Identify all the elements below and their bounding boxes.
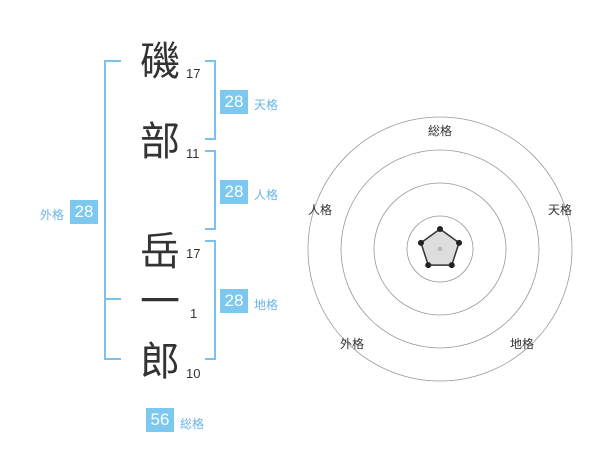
radar-point-soukaku xyxy=(437,226,443,232)
chikaku-value: 28 xyxy=(220,289,248,313)
radar-ring-1 xyxy=(406,215,474,283)
radar-ring-2 xyxy=(373,182,507,316)
name-char-3: 岳 xyxy=(140,229,180,275)
radar-rings xyxy=(307,116,573,382)
stroke-count-1: 17 xyxy=(186,66,201,81)
tenkaku-label: 天格 xyxy=(254,98,279,112)
tenkaku-bracket xyxy=(205,60,216,140)
name-char-1: 磯 xyxy=(140,39,180,85)
gaikaku-value: 28 xyxy=(70,200,98,224)
gaikaku-bracket-tick xyxy=(104,298,121,300)
stroke-count-5: 10 xyxy=(186,366,201,381)
soukaku-value: 56 xyxy=(146,408,174,432)
radar-ring-4 xyxy=(307,116,573,382)
chikaku-bracket xyxy=(205,240,216,360)
stroke-count-3: 17 xyxy=(186,246,201,261)
stroke-count-4: 1 xyxy=(190,306,198,321)
radar-point-gaikaku xyxy=(425,262,432,269)
chikaku-label: 地格 xyxy=(254,298,279,312)
name-char-2: 部 xyxy=(140,119,180,165)
radar-label-jinkaku: 人格 xyxy=(308,203,333,217)
radar-label-chikaku: 地格 xyxy=(510,337,535,351)
tenkaku-value: 28 xyxy=(220,90,248,114)
radar-label-soukaku: 総格 xyxy=(428,124,453,138)
radar-center xyxy=(437,246,443,252)
gaikaku-label: 外格 xyxy=(40,208,65,222)
radar-label-gaikaku: 外格 xyxy=(340,337,365,351)
radar-dots xyxy=(417,226,463,269)
gaikaku-bracket xyxy=(104,60,121,360)
radar-ring-3 xyxy=(340,149,540,349)
jinkaku-value: 28 xyxy=(220,180,248,204)
radar-point-tenkaku xyxy=(456,239,463,246)
name-char-4: 一 xyxy=(140,279,180,325)
soukaku-label: 総格 xyxy=(180,417,205,431)
jinkaku-bracket xyxy=(205,150,216,230)
name-char-5: 郎 xyxy=(140,339,180,385)
radar-label-tenkaku: 天格 xyxy=(548,203,573,217)
radar-point-jinkaku xyxy=(417,239,424,246)
stroke-count-2: 11 xyxy=(186,146,200,161)
radar-point-chikaku xyxy=(448,262,455,269)
jinkaku-label: 人格 xyxy=(254,188,279,202)
